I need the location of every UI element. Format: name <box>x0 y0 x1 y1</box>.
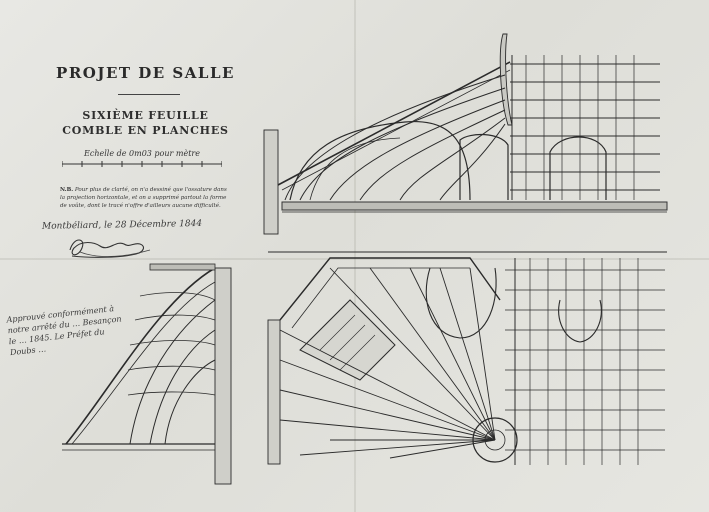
fold-line-vertical <box>354 0 356 512</box>
sheet-subtitle-1: SIXIÈME FEUILLE <box>82 109 209 122</box>
scale-caption: Echelle de 0m03 pour mètre <box>84 149 200 158</box>
note-label: N.B. <box>60 187 74 193</box>
sheet-title: PROJET DE SALLE <box>56 64 235 82</box>
scale-bar <box>62 161 222 167</box>
sheet-subtitle-2: COMBLE EN PLANCHES <box>62 124 229 137</box>
fold-line-horizontal <box>0 258 709 260</box>
half-section-left <box>62 263 232 485</box>
section-elevation-top <box>263 33 668 235</box>
note-text: Pour plus de clarté, on n'a dessiné que … <box>60 187 227 209</box>
architect-signature <box>69 239 151 258</box>
title-underline <box>118 94 180 95</box>
plan-view-bottom <box>267 251 667 465</box>
note-block: N.B. Pour plus de clarté, on n'a dessiné… <box>60 186 230 210</box>
